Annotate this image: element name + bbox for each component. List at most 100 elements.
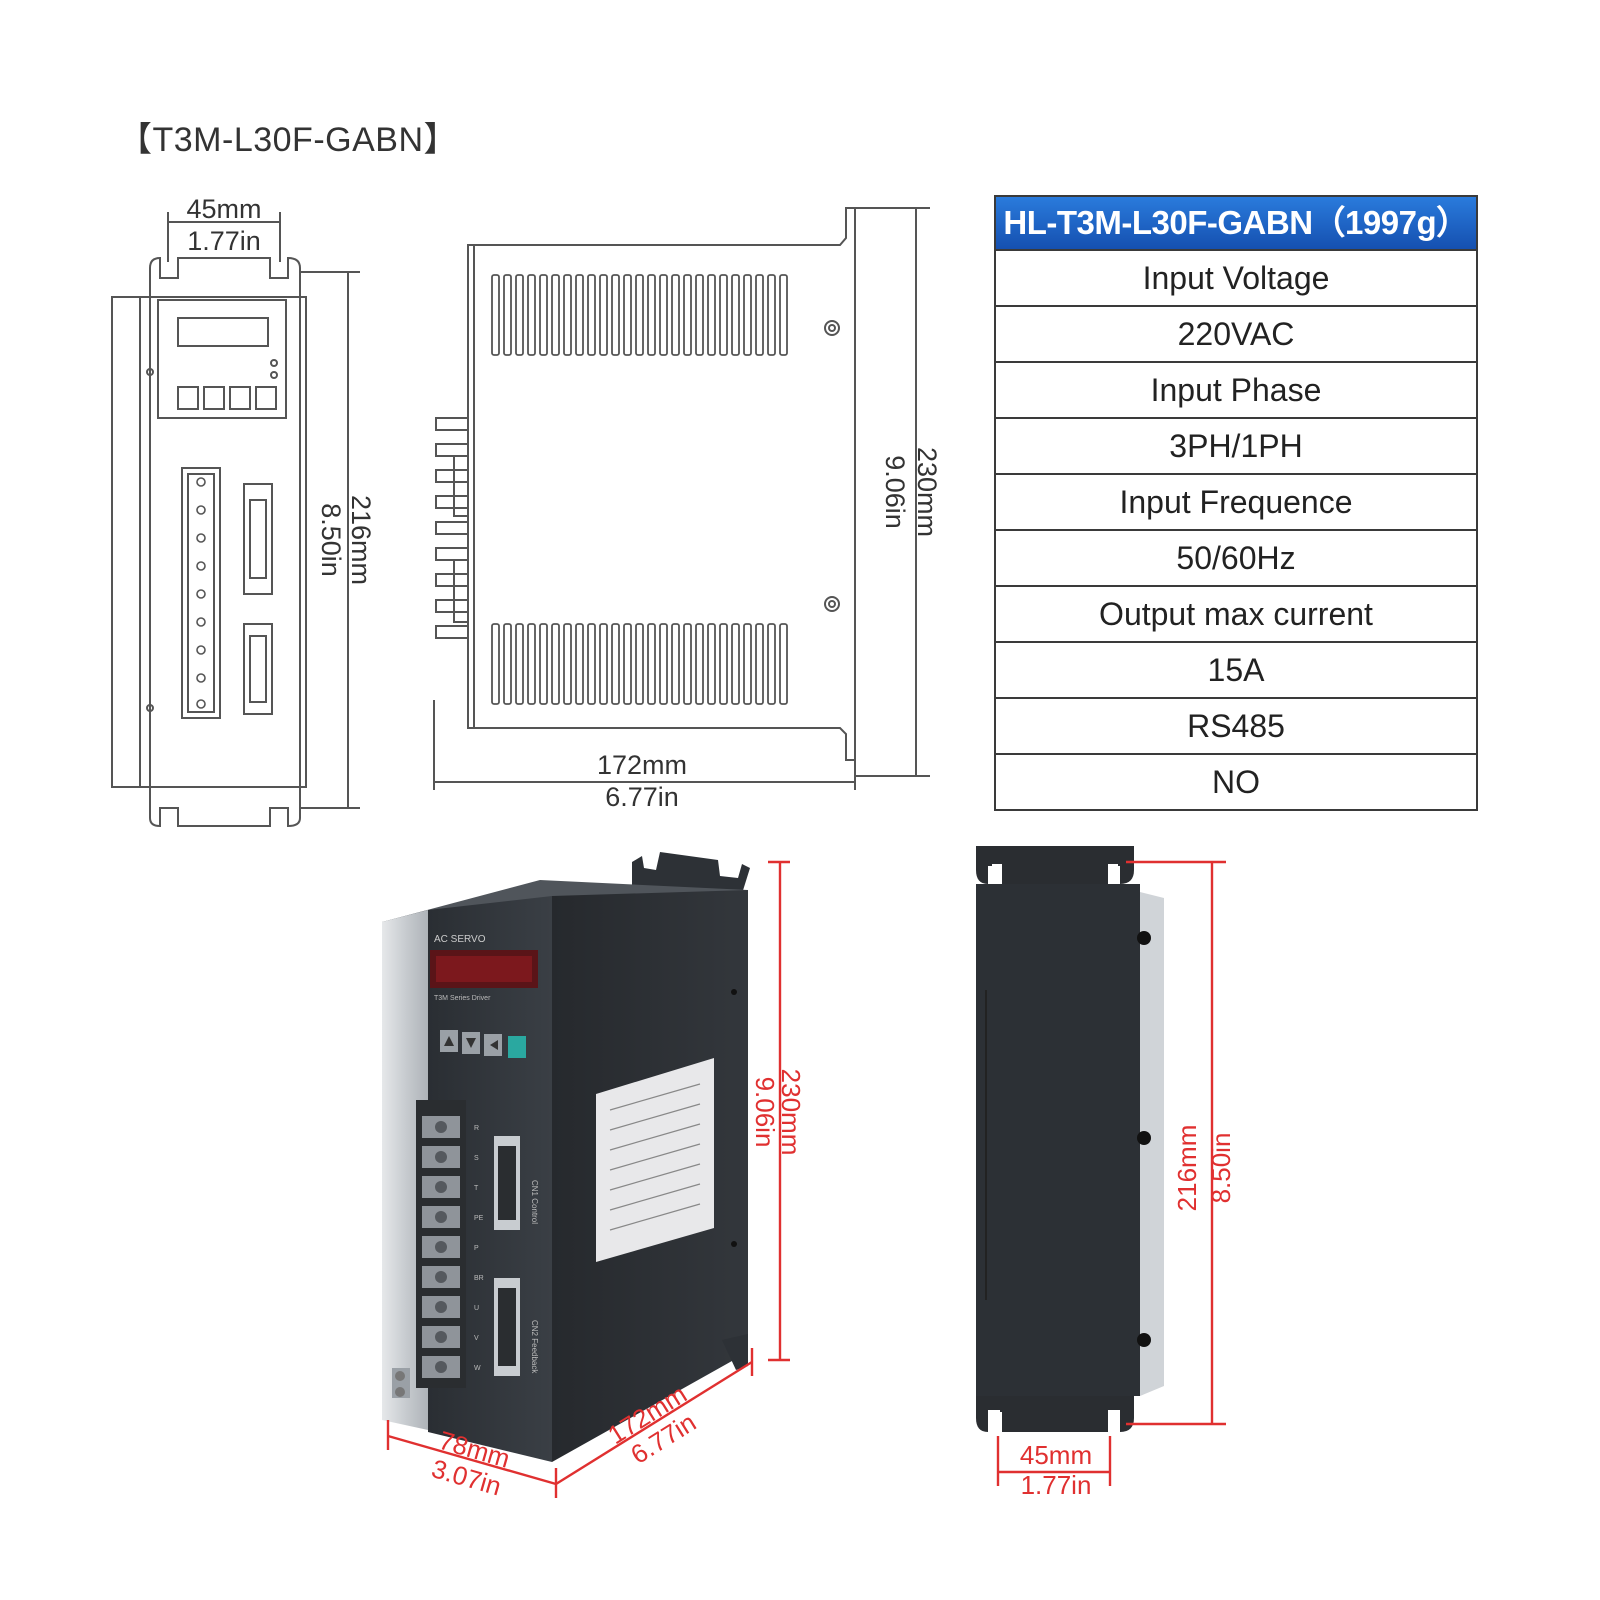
terminal-screw-head: [435, 1331, 447, 1343]
terminal-label: U: [474, 1305, 479, 1312]
vent-slot: [659, 274, 668, 356]
terminal-label: PE: [474, 1215, 484, 1222]
vent-slot: [587, 623, 596, 705]
back-width-in: 1.77in: [1021, 1470, 1092, 1500]
spec-row: 50/60Hz: [996, 531, 1476, 587]
vent-slot: [779, 623, 788, 705]
vent-slot: [743, 274, 752, 356]
terminal-screw-head: [435, 1211, 447, 1223]
vent-slot: [671, 274, 680, 356]
vent-slot: [599, 623, 608, 705]
vent-slot: [635, 274, 644, 356]
vent-slot: [491, 623, 500, 705]
vent-slot: [551, 623, 560, 705]
vent-slot: [587, 274, 596, 356]
spec-row: Input Phase: [996, 363, 1476, 419]
page-title: 【T3M-L30F-GABN】: [118, 121, 458, 159]
vent-slot: [695, 274, 704, 356]
terminal-screw-head: [435, 1121, 447, 1133]
vent-slot: [563, 623, 572, 705]
terminal-label: S: [474, 1155, 479, 1162]
vent-slot: [539, 623, 548, 705]
spec-row: NO: [1212, 764, 1260, 800]
front-height-mm: 216mm: [346, 495, 376, 585]
vent-slot: [515, 274, 524, 356]
photo-height-in: 9.06in: [750, 1077, 780, 1148]
vent-slot: [611, 623, 620, 705]
vent-slot: [707, 623, 716, 705]
spec-table: HL-T3M-L30F-GABN（1997g） Input Voltage 22…: [994, 195, 1478, 811]
terminal-screw-head: [435, 1301, 447, 1313]
vent-slot: [767, 623, 776, 705]
vent-slot: [731, 623, 740, 705]
vent-slot: [623, 623, 632, 705]
vent-slot: [539, 274, 548, 356]
front-width-in: 1.77in: [187, 226, 261, 256]
front-height-in: 8.50in: [316, 503, 346, 577]
panel-brand: AC SERVO: [434, 934, 486, 945]
terminal-screw-head: [435, 1271, 447, 1283]
spec-row: 15A: [996, 643, 1476, 699]
vent-slot: [659, 623, 668, 705]
vent-slot: [527, 623, 536, 705]
vent-slot: [503, 274, 512, 356]
terminal-label: V: [474, 1335, 479, 1342]
spec-row: 220VAC: [996, 307, 1476, 363]
vent-slot: [563, 274, 572, 356]
spec-row: Input Frequence: [996, 475, 1476, 531]
vent-slot: [611, 274, 620, 356]
terminal-label: R: [474, 1125, 479, 1132]
vent-slot: [575, 274, 584, 356]
spec-row: 3PH/1PH: [996, 419, 1476, 475]
terminal-screw-head: [435, 1241, 447, 1253]
side-height-in: 9.06in: [880, 455, 910, 529]
side-depth-mm: 172mm: [597, 750, 687, 780]
back-width-mm: 45mm: [1020, 1440, 1092, 1470]
spec-row: Input Voltage: [996, 251, 1476, 307]
vent-slot: [755, 623, 764, 705]
cn2-label: CN2 Feedback: [530, 1320, 539, 1374]
vent-slot: [503, 623, 512, 705]
spec-table-header: HL-T3M-L30F-GABN（1997g）: [996, 197, 1476, 251]
vent-slot: [707, 274, 716, 356]
vent-slot: [527, 274, 536, 356]
side-height-mm: 230mm: [912, 447, 942, 537]
spec-row: RS485: [996, 699, 1476, 755]
terminal-label: BR: [474, 1275, 484, 1282]
back-height-in: 8.50in: [1206, 1133, 1236, 1204]
photo-height-mm: 230mm: [776, 1069, 806, 1156]
vent-slot: [743, 623, 752, 705]
panel-sub: T3M Series Driver: [434, 995, 491, 1002]
vent-slot: [731, 274, 740, 356]
vent-slot: [695, 623, 704, 705]
vent-slot: [623, 274, 632, 356]
vent-slot: [551, 274, 560, 356]
vent-slot: [635, 623, 644, 705]
terminal-screw-head: [435, 1181, 447, 1193]
vent-slot: [575, 623, 584, 705]
vent-slot: [779, 274, 788, 356]
side-depth-in: 6.77in: [605, 782, 679, 812]
terminal-label: W: [474, 1365, 481, 1372]
vent-slot: [647, 274, 656, 356]
vent-slot: [515, 623, 524, 705]
vent-slot: [683, 623, 692, 705]
terminal-screw-head: [435, 1151, 447, 1163]
vent-slot: [491, 274, 500, 356]
vent-slot: [683, 274, 692, 356]
vent-slot: [647, 623, 656, 705]
spec-row: Output max current: [996, 587, 1476, 643]
vent-slot: [719, 623, 728, 705]
back-height-mm: 216mm: [1172, 1125, 1202, 1212]
front-width-mm: 45mm: [186, 194, 261, 224]
vent-slot: [719, 274, 728, 356]
cn1-label: CN1 Control: [530, 1180, 539, 1224]
terminal-label: T: [474, 1185, 479, 1192]
vent-slot: [599, 274, 608, 356]
vent-slot: [671, 623, 680, 705]
terminal-label: P: [474, 1245, 479, 1252]
